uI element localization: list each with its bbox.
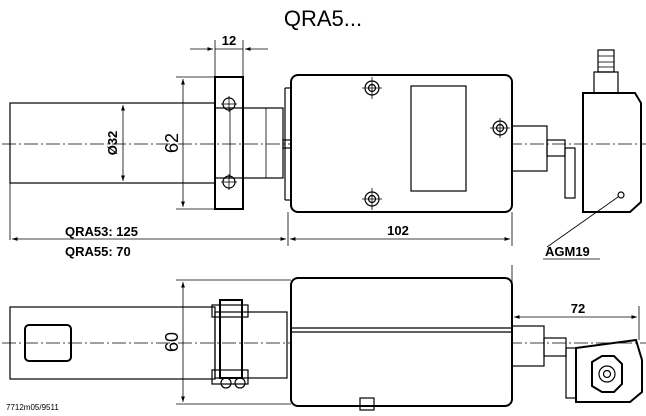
callout-agm19: AGM19: [543, 196, 619, 260]
dimension-bracket-width: 12: [190, 33, 268, 77]
dim-72: 72: [571, 301, 585, 316]
mounting-flange: [214, 76, 244, 210]
dim-qra55: QRA55: 70: [65, 244, 131, 259]
label-window: [410, 85, 467, 192]
sensor-housing: [290, 74, 513, 213]
side-clamp: [211, 299, 249, 389]
dim-62: 62: [162, 133, 182, 153]
screw-icon: [362, 188, 382, 210]
dimension-extension: 72: [511, 265, 640, 340]
hex-nut-icon: [591, 355, 623, 393]
side-view: [2, 277, 646, 411]
dim-qra53: QRA53: 125: [65, 224, 138, 239]
top-view: [2, 49, 646, 213]
drawing-code: 7712m05/9511: [6, 403, 59, 412]
screw-icon: [490, 118, 510, 138]
dim-diameter: Ø32: [105, 131, 120, 156]
dim-12: 12: [222, 33, 236, 48]
connector-agm19: [582, 92, 642, 213]
dimension-length-row: QRA53: 125 QRA55: 70 102: [9, 183, 513, 259]
screw-icon: [362, 77, 382, 99]
dimension-height-top: 62: [162, 76, 215, 210]
drawing-title: QRA5...: [284, 6, 362, 31]
dimension-height-side: 60: [162, 279, 291, 405]
label-agm19: AGM19: [545, 244, 590, 259]
dim-60: 60: [162, 332, 182, 352]
dimension-diameter: Ø32: [105, 105, 125, 181]
dim-102: 102: [387, 223, 409, 238]
cable-gland: [511, 125, 548, 172]
